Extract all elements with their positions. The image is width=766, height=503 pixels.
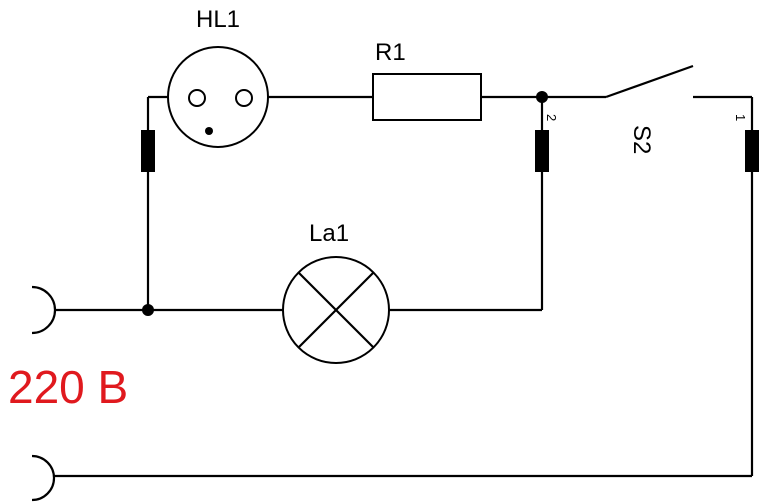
label-r1: R1 [375,39,406,66]
label-la1: La1 [309,220,349,247]
fuse-left [141,130,155,172]
label-pin-1: 1 [733,114,748,121]
label-hl1: HL1 [196,6,240,33]
label-s2: S2 [628,125,655,154]
label-pin-2: 2 [544,114,559,121]
lamp-la1 [282,256,390,364]
supply-terminal-bottom [31,454,56,502]
switch-s2 [605,64,694,99]
label-voltage: 220 В [8,361,128,413]
resistor-r1 [372,73,482,121]
fuse-right [745,130,759,172]
indicator-hl1 [167,46,269,148]
junction-node-left [142,304,154,316]
junction-node-right [536,91,548,103]
supply-terminal-top [31,285,57,335]
fuse-middle [535,130,549,172]
wires [54,95,754,478]
